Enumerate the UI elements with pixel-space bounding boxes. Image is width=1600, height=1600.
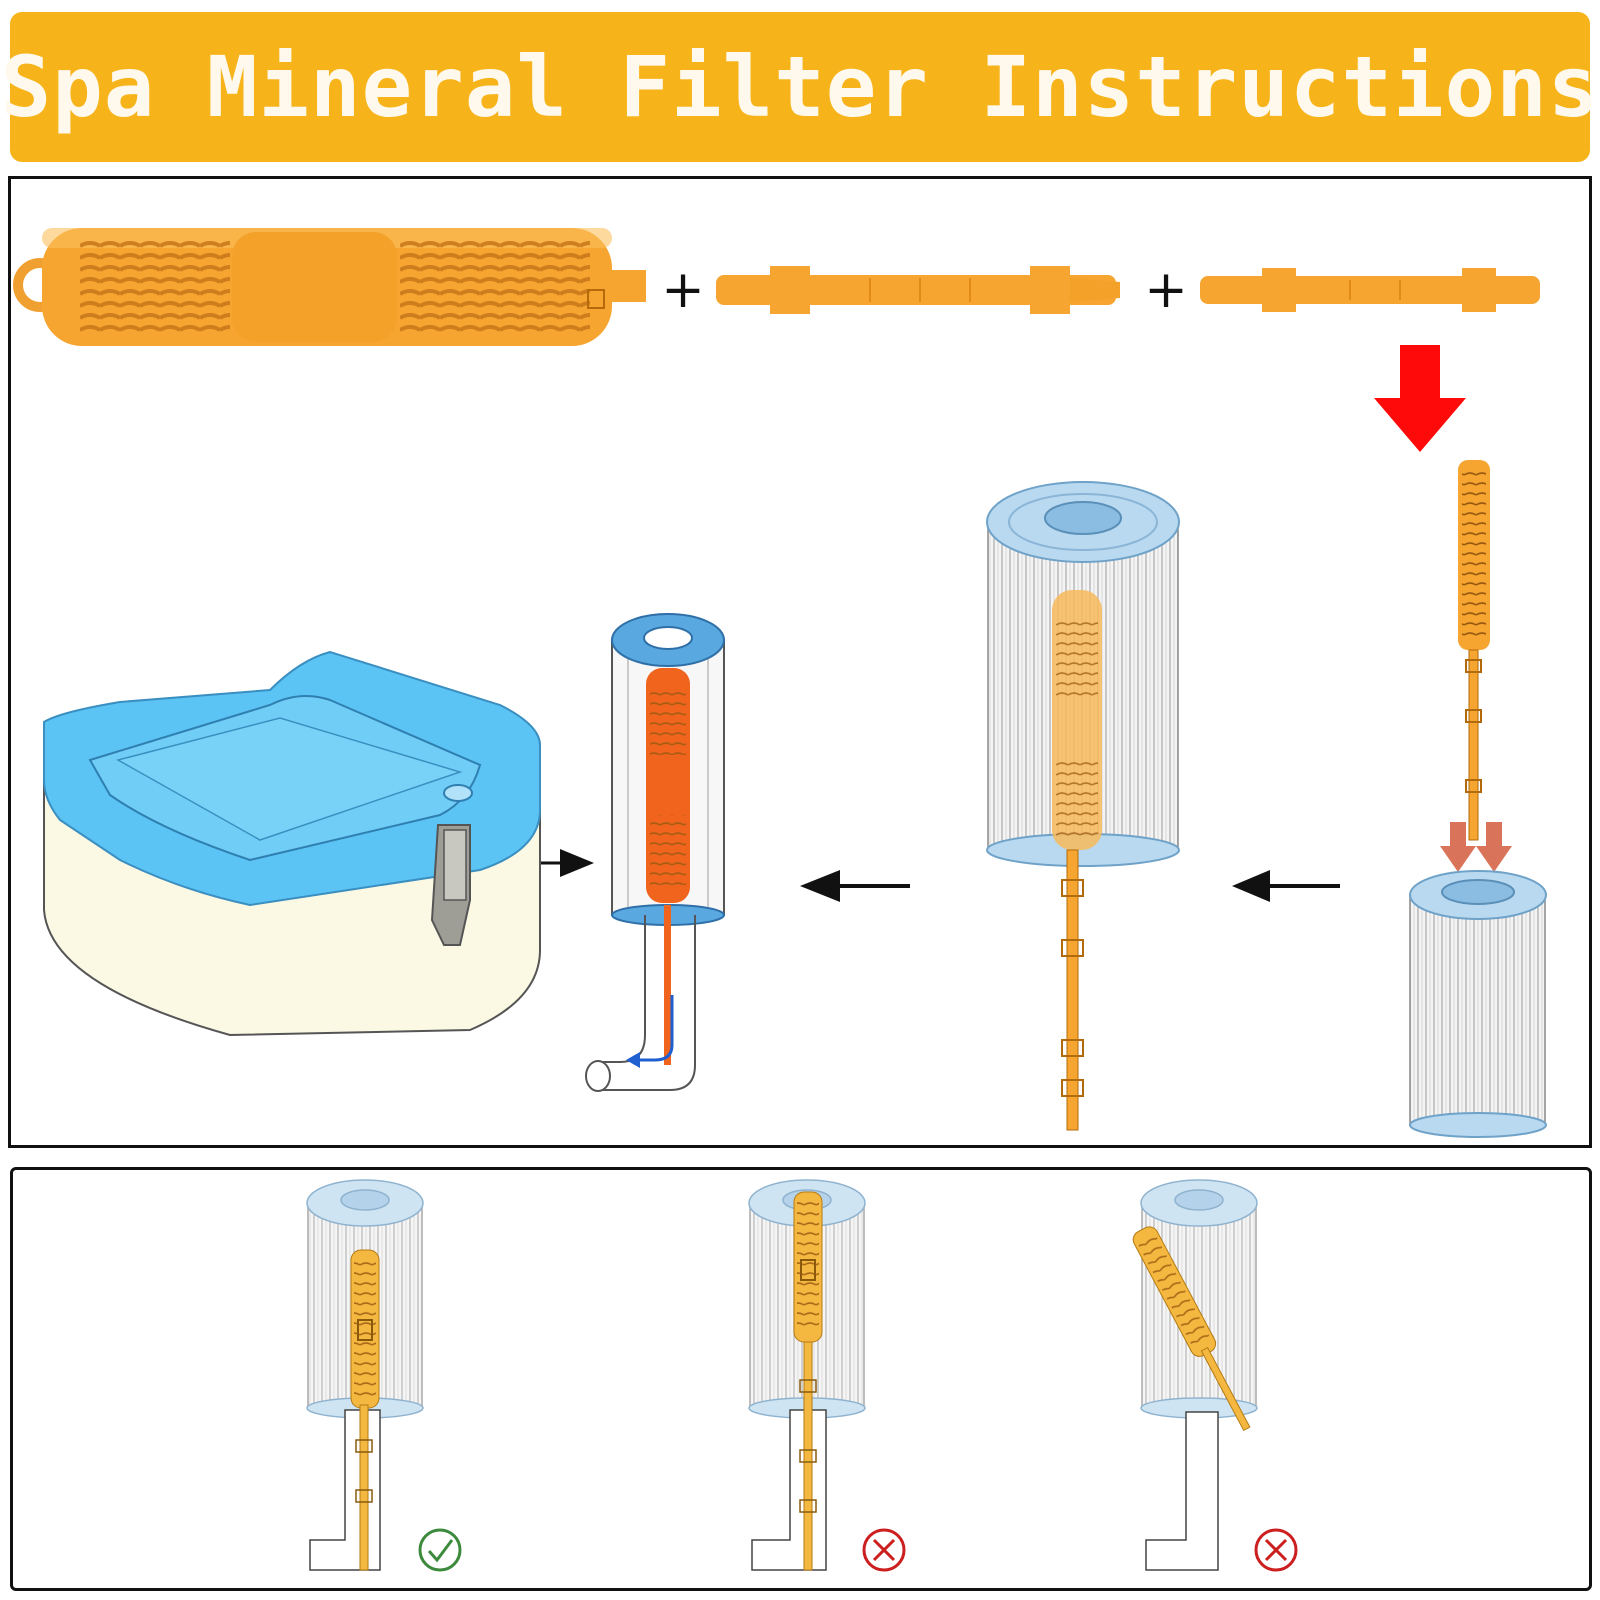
cross-circle-icon bbox=[1256, 1530, 1296, 1570]
plus-sign-1: + bbox=[661, 260, 705, 320]
example-incorrect-tilted bbox=[1130, 1180, 1259, 1570]
red-down-arrow-icon bbox=[1374, 345, 1466, 452]
right-arrow-icon bbox=[560, 849, 594, 877]
cross-circle-icon bbox=[864, 1530, 904, 1570]
plus-sign-2: + bbox=[1144, 260, 1188, 320]
filter-cartridge-large bbox=[987, 482, 1179, 1130]
filter-in-spa-pipe bbox=[586, 614, 724, 1091]
rod-segment-2 bbox=[1200, 268, 1540, 312]
left-arrow-icon bbox=[1232, 870, 1270, 902]
assembled-stick-vertical bbox=[1458, 460, 1490, 840]
filter-cartridge-small bbox=[1410, 871, 1546, 1137]
rod-segment-1 bbox=[716, 266, 1120, 314]
example-incorrect-too-high bbox=[749, 1180, 865, 1570]
example-correct-install bbox=[307, 1180, 423, 1570]
mineral-stick-part bbox=[18, 228, 646, 346]
spa-hot-tub bbox=[44, 652, 540, 1035]
check-circle-icon bbox=[420, 1530, 460, 1570]
left-arrow-icon bbox=[800, 870, 840, 902]
salmon-arrow-right-icon bbox=[1476, 822, 1512, 872]
